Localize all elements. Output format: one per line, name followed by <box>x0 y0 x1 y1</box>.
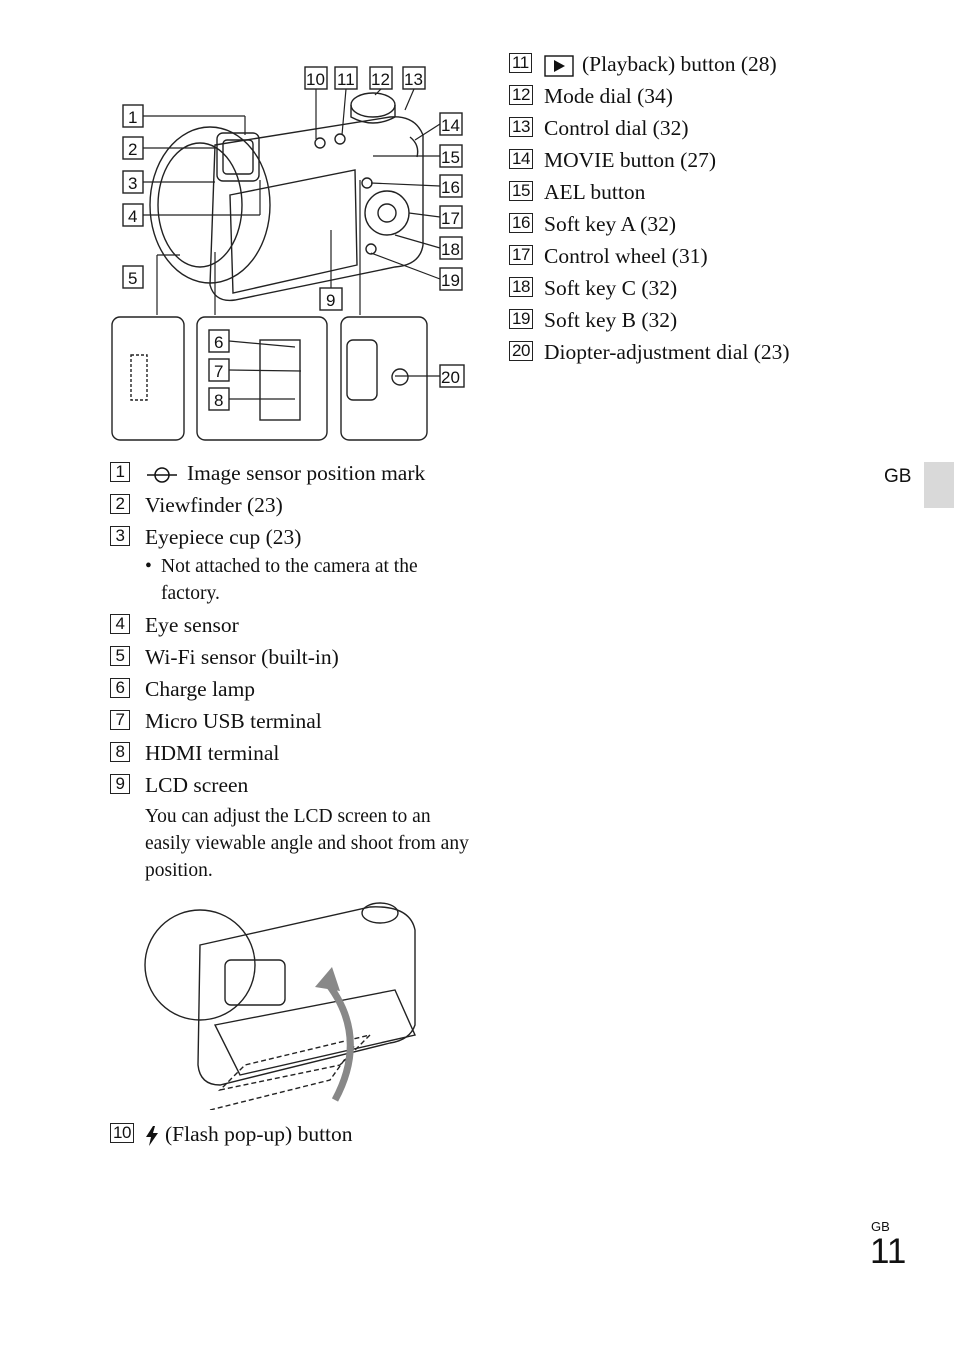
page-lang: GB <box>871 1219 890 1234</box>
item-label: Control wheel (31) <box>544 244 708 268</box>
callout-11: 11 <box>337 70 355 89</box>
side-tab <box>924 462 954 508</box>
list-item: 4 Eye sensor <box>110 609 470 641</box>
callout-19: 19 <box>441 271 460 290</box>
item-number: 11 <box>509 53 532 73</box>
item-number: 8 <box>110 742 130 762</box>
callout-6: 6 <box>214 333 223 352</box>
camera-rear-diagram: 10 11 12 13 14 15 16 17 18 19 20 1 2 3 4… <box>111 66 465 441</box>
eyepiece-note-text: Not attached to the camera at the factor… <box>161 556 418 604</box>
item-label: Eye sensor <box>145 613 239 637</box>
item-number: 5 <box>110 646 130 666</box>
list-item: 3 Eyepiece cup (23) <box>110 521 470 553</box>
list-item: 18 Soft key C (32) <box>509 272 929 304</box>
item-label: Charge lamp <box>145 677 256 701</box>
callout-9: 9 <box>326 291 335 310</box>
eyepiece-note: • Not attached to the camera at the fact… <box>145 553 470 607</box>
list-item: 7 Micro USB terminal <box>110 705 470 737</box>
callout-12: 12 <box>371 70 390 89</box>
item-number: 6 <box>110 678 130 698</box>
callout-3: 3 <box>128 174 137 193</box>
flash-icon <box>146 1126 158 1147</box>
item-number: 3 <box>110 526 130 546</box>
item-number: 20 <box>509 341 533 361</box>
item-number: 2 <box>110 494 130 514</box>
item-number: 14 <box>509 149 533 169</box>
item-number: 13 <box>509 117 533 137</box>
item-label: Soft key C (32) <box>544 276 678 300</box>
list-item: 10 (Flash pop-up) button <box>110 1118 353 1150</box>
list-item: 19 Soft key B (32) <box>509 304 929 336</box>
list-item: 17 Control wheel (31) <box>509 240 929 272</box>
item-label: Micro USB terminal <box>145 709 322 733</box>
item-label: Soft key B (32) <box>544 308 678 332</box>
item-label: HDMI terminal <box>145 741 280 765</box>
item-label: Image sensor position mark <box>187 461 426 485</box>
list-item: 11 (Playback) button (28) <box>509 48 929 80</box>
item-number: 7 <box>110 710 130 730</box>
callout-4: 4 <box>128 207 137 226</box>
item-label: Soft key A (32) <box>544 212 676 236</box>
item-number: 16 <box>509 213 533 233</box>
item-label: (Playback) button (28) <box>582 52 777 76</box>
list-item: 6 Charge lamp <box>110 673 470 705</box>
item-number: 19 <box>509 309 533 329</box>
item-number: 9 <box>110 774 130 794</box>
callout-13: 13 <box>404 70 423 89</box>
list-item: 5 Wi-Fi sensor (built-in) <box>110 641 470 673</box>
item-label: Control dial (32) <box>544 116 689 140</box>
side-tab-label: GB <box>884 466 912 487</box>
callout-14: 14 <box>441 116 460 135</box>
list-item: 12 Mode dial (34) <box>509 80 929 112</box>
item-number: 15 <box>509 181 533 201</box>
callout-16: 16 <box>441 178 460 197</box>
callout-8: 8 <box>214 391 223 410</box>
item-label: Eyepiece cup (23) <box>145 525 302 549</box>
callout-5: 5 <box>128 269 137 288</box>
list-item: 13 Control dial (32) <box>509 112 929 144</box>
lcd-note: You can adjust the LCD screen to an easi… <box>145 806 469 881</box>
callout-18: 18 <box>441 240 460 259</box>
list-item: 16 Soft key A (32) <box>509 208 929 240</box>
callout-10: 10 <box>306 70 325 89</box>
callout-17: 17 <box>441 209 460 228</box>
list-item: 1 Image sensor position mark <box>110 457 470 489</box>
callout-1: 1 <box>128 108 137 127</box>
lcd-tilt-diagram <box>144 902 416 1110</box>
image-sensor-mark-icon <box>147 467 177 483</box>
callout-2: 2 <box>128 140 137 159</box>
list-item: 8 HDMI terminal <box>110 737 470 769</box>
list-item: 15 AEL button <box>509 176 929 208</box>
item-label: LCD screen <box>145 773 249 797</box>
item-label: (Flash pop-up) button <box>165 1122 353 1146</box>
list-item: 20 Diopter-adjustment dial (23) <box>509 336 929 368</box>
page-number: 11 <box>870 1232 907 1271</box>
item-label: Mode dial (34) <box>544 84 673 108</box>
left-item-list: 1 Image sensor position mark 2 Viewfinde… <box>110 457 470 884</box>
playback-icon <box>544 55 574 77</box>
item-label: MOVIE button (27) <box>544 148 716 172</box>
item-number: 17 <box>509 245 533 265</box>
right-item-list: 11 (Playback) button (28) 12 Mode dial (… <box>509 48 929 368</box>
list-item: 2 Viewfinder (23) <box>110 489 470 521</box>
item-10: 10 (Flash pop-up) button <box>110 1118 353 1150</box>
item-label: Diopter-adjustment dial (23) <box>544 340 790 364</box>
item-number: 12 <box>509 85 533 105</box>
item-label: AEL button <box>544 180 646 204</box>
bullet-dot: • <box>145 556 152 577</box>
callout-7: 7 <box>214 362 223 381</box>
item-number: 18 <box>509 277 533 297</box>
item-number: 4 <box>110 614 130 634</box>
item-label: Wi-Fi sensor (built-in) <box>145 645 339 669</box>
list-item: 9 LCD screen <box>110 769 470 801</box>
callout-15: 15 <box>441 148 460 167</box>
item-label: Viewfinder (23) <box>145 493 283 517</box>
item-number: 1 <box>110 462 130 482</box>
item-number: 10 <box>110 1123 134 1143</box>
list-item: 14 MOVIE button (27) <box>509 144 929 176</box>
callout-20: 20 <box>441 368 460 387</box>
